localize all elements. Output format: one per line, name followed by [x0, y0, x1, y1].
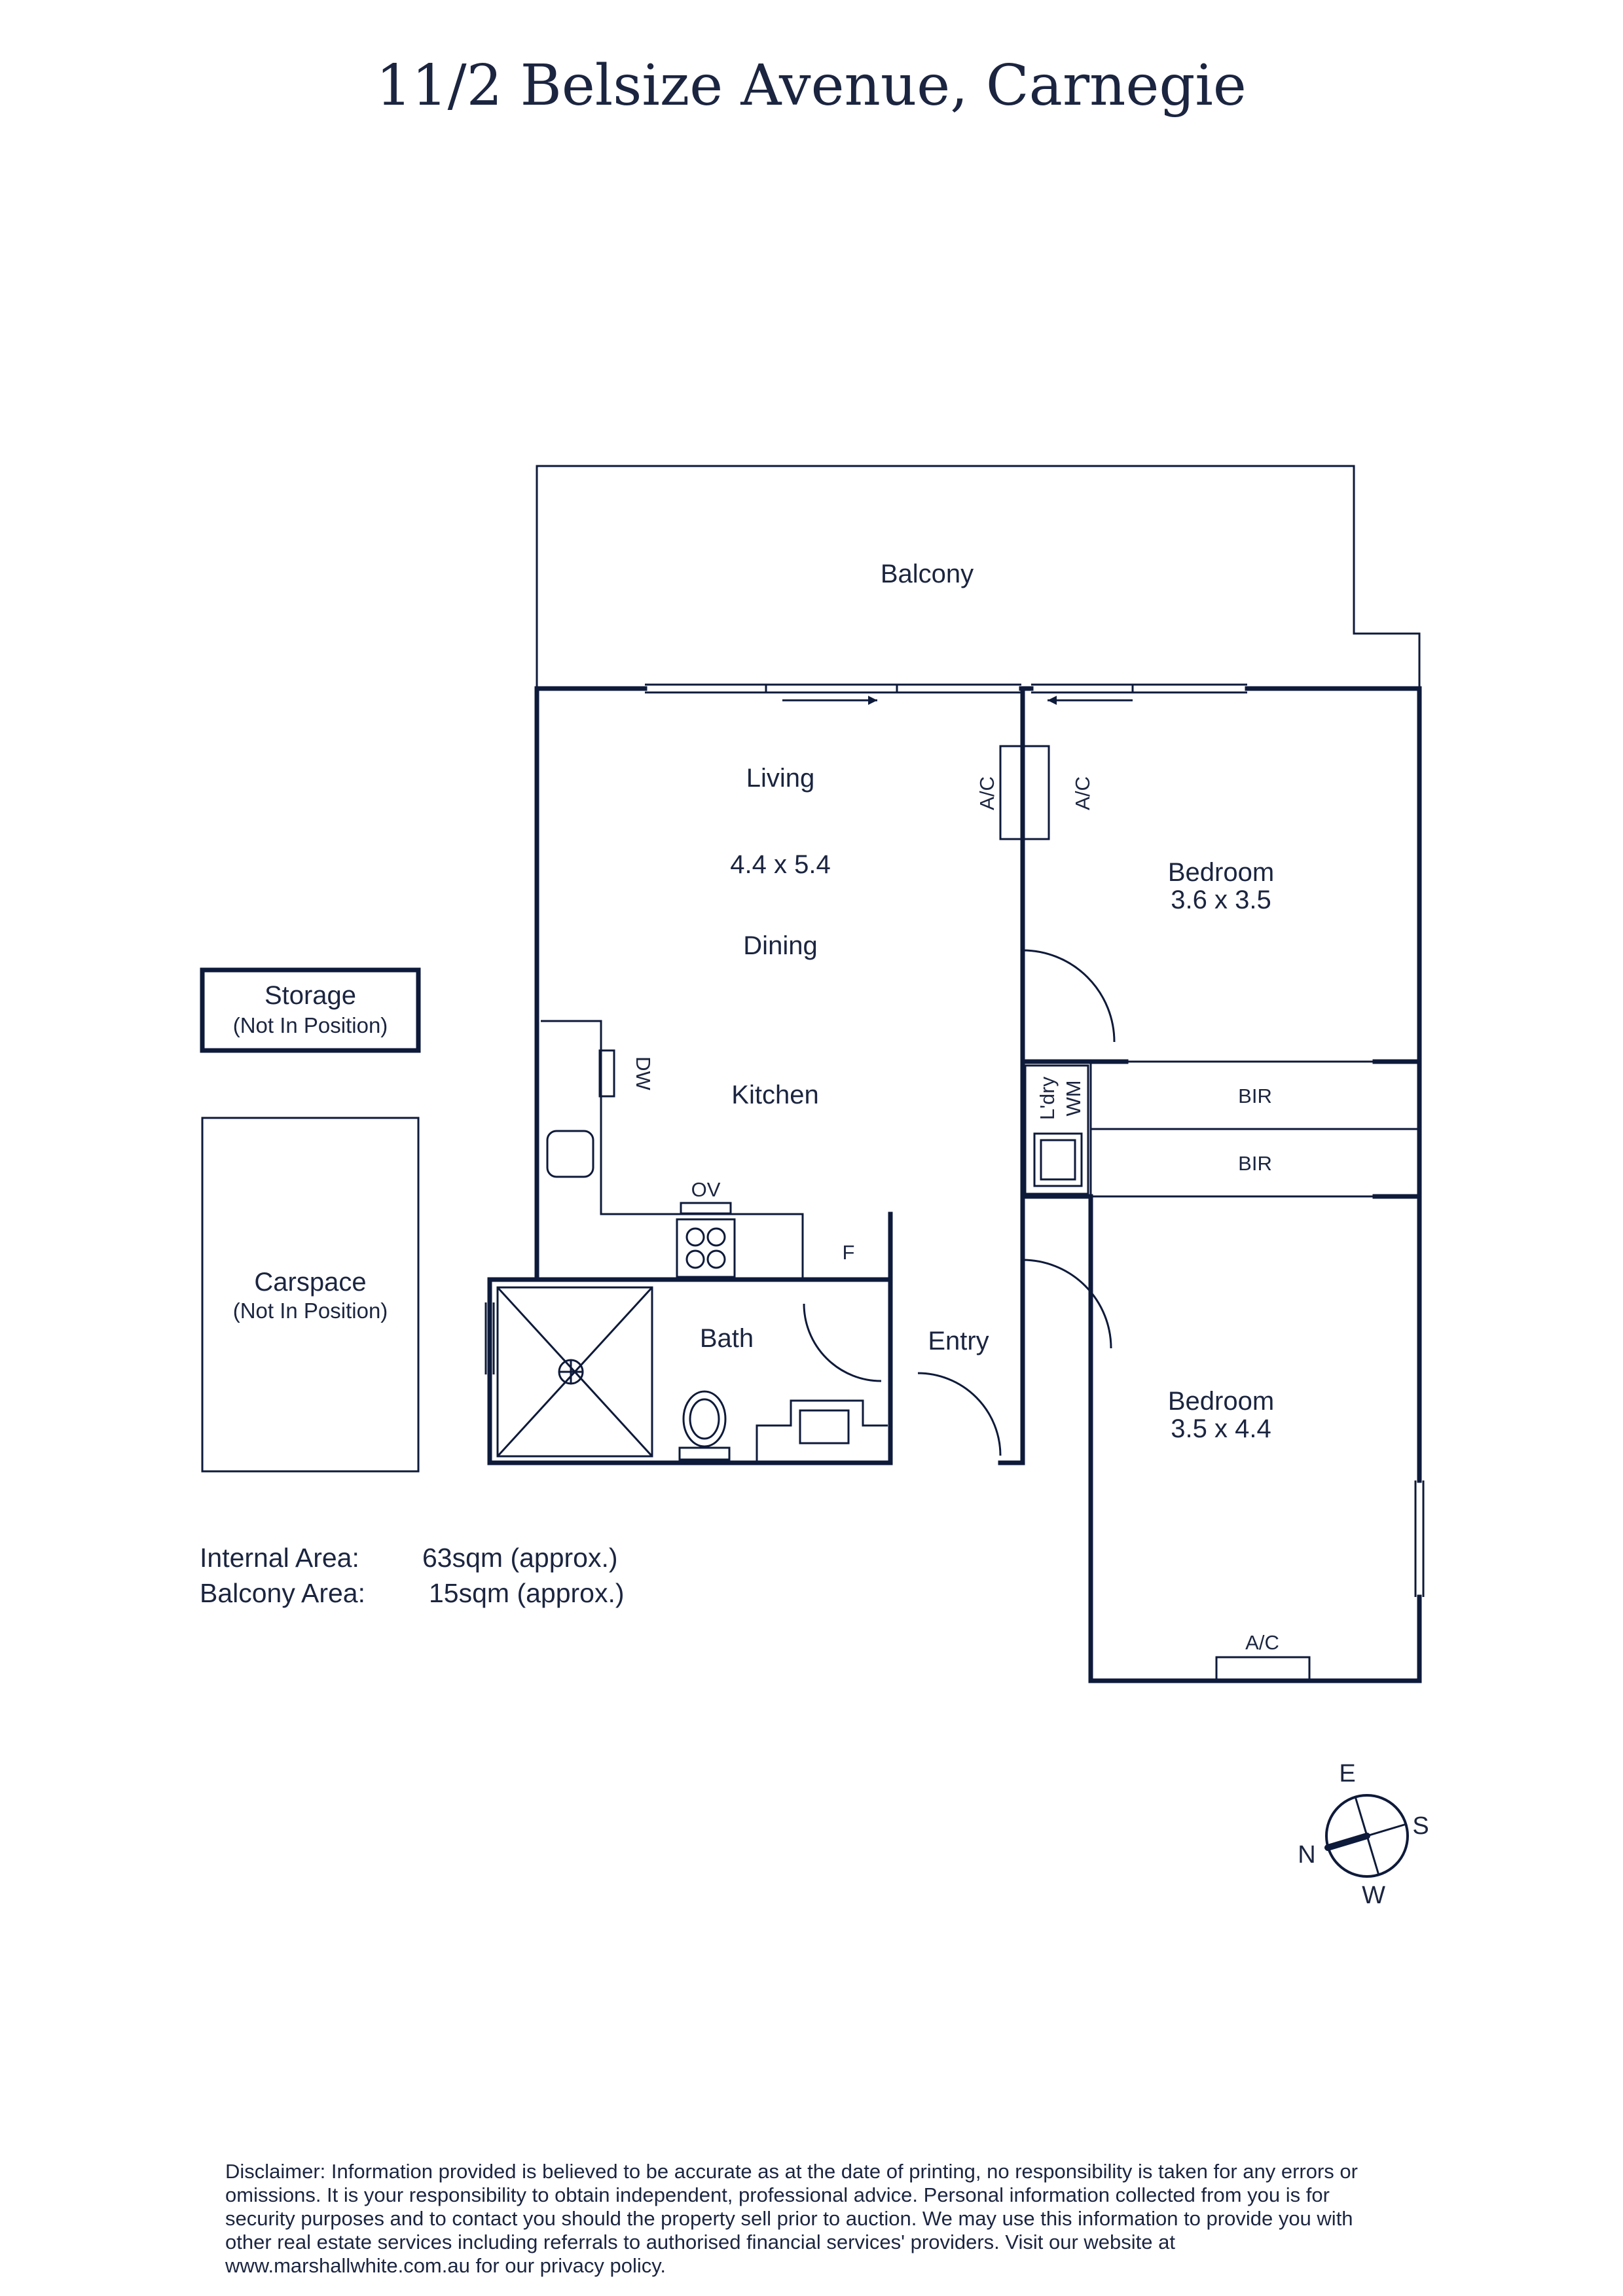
balcony-outline — [536, 465, 1421, 689]
compass-east: E — [1339, 1760, 1355, 1787]
bedroom2-ac-unit — [1215, 1656, 1311, 1682]
compass-south: S — [1412, 1812, 1429, 1840]
storage-note: (Not In Position) — [233, 1013, 388, 1037]
bedroom1-walls — [1020, 949, 1422, 1199]
entry-door-swing — [917, 1372, 1002, 1456]
washing-machine-label: WM — [1062, 1080, 1085, 1116]
oven-label: OV — [691, 1178, 721, 1201]
internal-area-value: 63sqm (approx.) — [422, 1543, 618, 1573]
bir-lower-label: BIR — [1238, 1152, 1272, 1175]
kitchen-bench — [541, 1020, 893, 1282]
compass: E S W N — [1298, 1760, 1429, 1909]
internal-area-label: Internal Area: — [200, 1543, 359, 1573]
entry-label: Entry — [928, 1327, 989, 1355]
storage-label: Storage — [264, 981, 356, 1010]
bathroom-fixtures — [484, 1286, 888, 1461]
compass-west: W — [1362, 1882, 1385, 1909]
kitchen-label: Kitchen — [731, 1081, 818, 1109]
bedroom1-label: Bedroom — [1168, 858, 1274, 887]
carspace-box — [201, 1117, 420, 1473]
dishwasher-label: DW — [632, 1056, 655, 1090]
dining-label: Dining — [743, 931, 817, 960]
bir-upper-label: BIR — [1238, 1085, 1272, 1107]
bedroom2-window — [1414, 1480, 1425, 1597]
page-title: 11/2 Belsize Avenue, Carnegie — [376, 53, 1247, 118]
laundry — [1024, 1064, 1089, 1195]
compass-north: N — [1298, 1841, 1315, 1869]
bedroom2-label: Bedroom — [1168, 1387, 1274, 1416]
balcony-label: Balcony — [881, 560, 974, 588]
sliding-doors — [645, 683, 1247, 705]
balcony-area-value: 15sqm (approx.) — [429, 1578, 625, 1608]
disclaimer: Disclaimer: Information provided is beli… — [225, 2160, 1358, 2277]
exterior-walls — [487, 686, 1422, 1683]
bedroom1-ac-label: A/C — [1071, 776, 1094, 810]
laundry-label: L'dry — [1036, 1076, 1059, 1120]
bedroom2-dimensions: 3.5 x 4.4 — [1171, 1414, 1271, 1443]
living-ac-label: A/C — [976, 776, 998, 810]
storage-box — [200, 967, 421, 1053]
carspace-label: Carspace — [254, 1268, 366, 1297]
bedroom1-dimensions: 3.6 x 3.5 — [1171, 886, 1271, 914]
living-ac-unit — [999, 745, 1050, 840]
living-dimensions: 4.4 x 5.4 — [730, 850, 830, 879]
balcony-area-label: Balcony Area: — [200, 1578, 365, 1608]
carspace-note: (Not In Position) — [233, 1299, 388, 1323]
fridge-label: F — [843, 1241, 855, 1264]
bedroom2-ac-label: A/C — [1245, 1631, 1279, 1654]
bath-label: Bath — [700, 1324, 754, 1353]
living-label: Living — [746, 764, 815, 793]
bedroom2-door-swing — [1022, 1259, 1112, 1349]
